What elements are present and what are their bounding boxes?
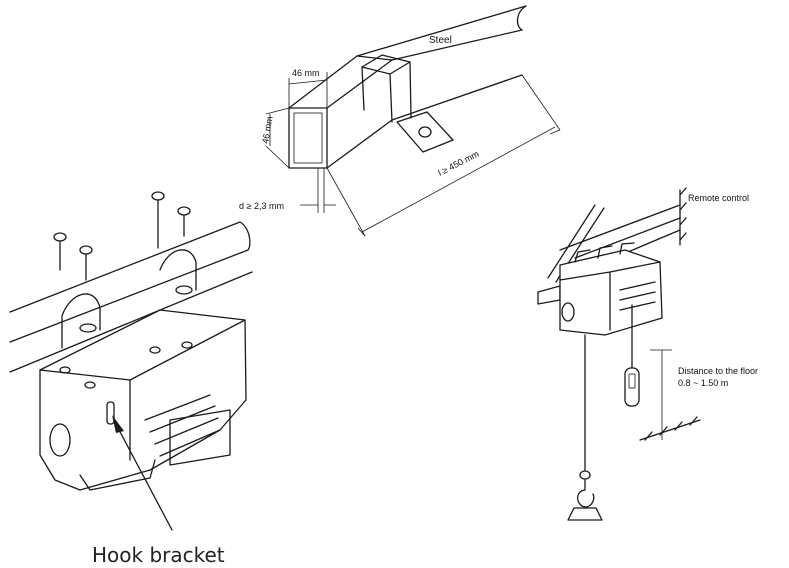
length-dimension-label: l ≥ 450 mm	[436, 149, 480, 178]
floor-distance-label: Distance to the floor	[678, 366, 758, 376]
width-dimension-label: 46 mm	[292, 68, 320, 78]
height-dimension-label: 46 mm	[260, 116, 275, 145]
hoist-mounting-drawing	[9, 191, 253, 531]
hook-bracket-label: Hook bracket	[92, 543, 225, 567]
floor-distance-value: 0.8 ~ 1.50 m	[678, 378, 728, 388]
installed-hoist-drawing	[537, 187, 701, 521]
steel-label: Steel	[429, 35, 452, 46]
thickness-dimension-label: d ≥ 2,3 mm	[239, 201, 284, 211]
remote-control-label: Remote control	[688, 193, 749, 203]
steel-beam-drawing	[265, 5, 561, 237]
screw-icons	[53, 191, 191, 281]
